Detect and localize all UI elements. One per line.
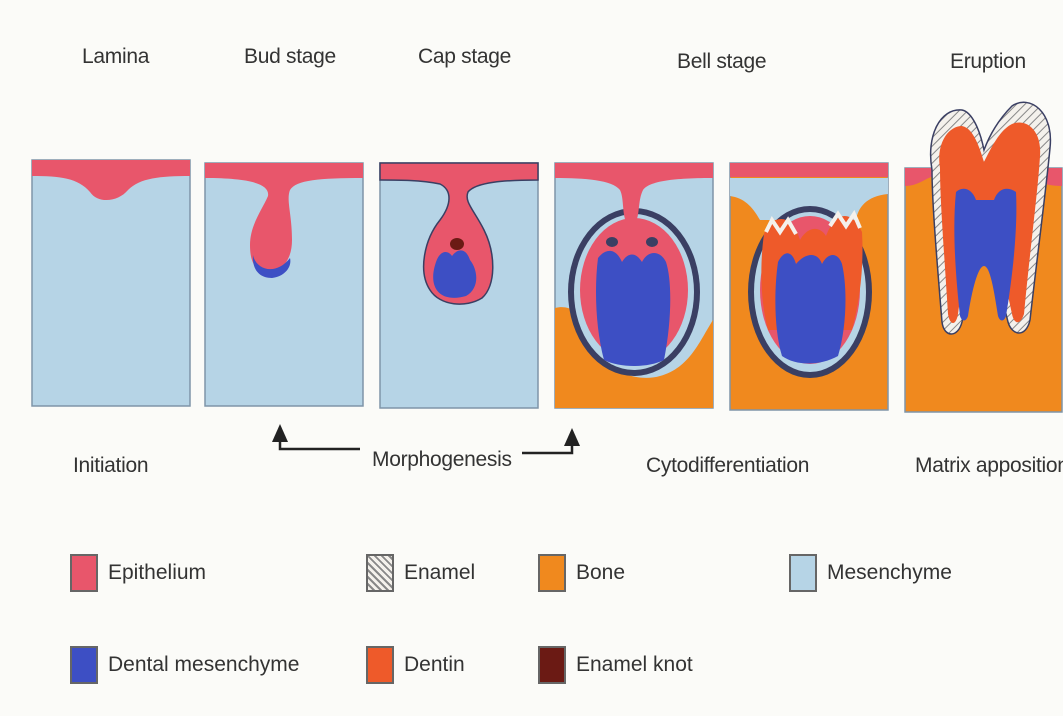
stage-label-bell: Bell stage — [677, 50, 766, 74]
phase-label-morphogenesis: Morphogenesis — [372, 448, 512, 472]
legend-swatch-mesenchyme — [789, 554, 817, 592]
legend-label: Dentin — [404, 653, 465, 677]
legend-label: Bone — [576, 561, 625, 585]
morphogenesis-arrow-left — [272, 424, 360, 449]
phase-label-matrix-apposition: Matrix apposition — [915, 454, 1063, 478]
legend-label: Mesenchyme — [827, 561, 952, 585]
legend-label: Dental mesenchyme — [108, 653, 299, 677]
legend-swatch-dental-mesenchyme — [70, 646, 98, 684]
legend-swatch-enamel — [366, 554, 394, 592]
legend-label: Epithelium — [108, 561, 206, 585]
legend-bone: Bone — [538, 554, 625, 592]
phase-label-cytodifferentiation: Cytodifferentiation — [646, 454, 809, 478]
legend-swatch-bone — [538, 554, 566, 592]
phase-label-initiation: Initiation — [73, 454, 148, 478]
panel-lamina — [32, 160, 190, 406]
panel-eruption — [905, 102, 1062, 412]
panel-cap-stage — [380, 163, 538, 408]
morphogenesis-arrow-right — [522, 428, 580, 453]
legend-dentin: Dentin — [366, 646, 465, 684]
stage-label-eruption: Eruption — [950, 50, 1026, 74]
legend-enamel-knot: Enamel knot — [538, 646, 693, 684]
legend-enamel: Enamel — [366, 554, 475, 592]
legend-label: Enamel — [404, 561, 475, 585]
legend-dental-mesenchyme: Dental mesenchyme — [70, 646, 299, 684]
legend-epithelium: Epithelium — [70, 554, 206, 592]
legend-swatch-dentin — [366, 646, 394, 684]
legend-swatch-enamel-knot — [538, 646, 566, 684]
panel-bell-stage-early — [555, 163, 713, 408]
stage-label-bud: Bud stage — [244, 45, 336, 69]
stage-label-lamina: Lamina — [82, 45, 149, 69]
panel-bell-stage-late — [730, 163, 888, 410]
panel-bud-stage — [205, 163, 363, 406]
legend-swatch-epithelium — [70, 554, 98, 592]
legend-label: Enamel knot — [576, 653, 693, 677]
legend-mesenchyme: Mesenchyme — [789, 554, 952, 592]
stage-label-cap: Cap stage — [418, 45, 511, 69]
